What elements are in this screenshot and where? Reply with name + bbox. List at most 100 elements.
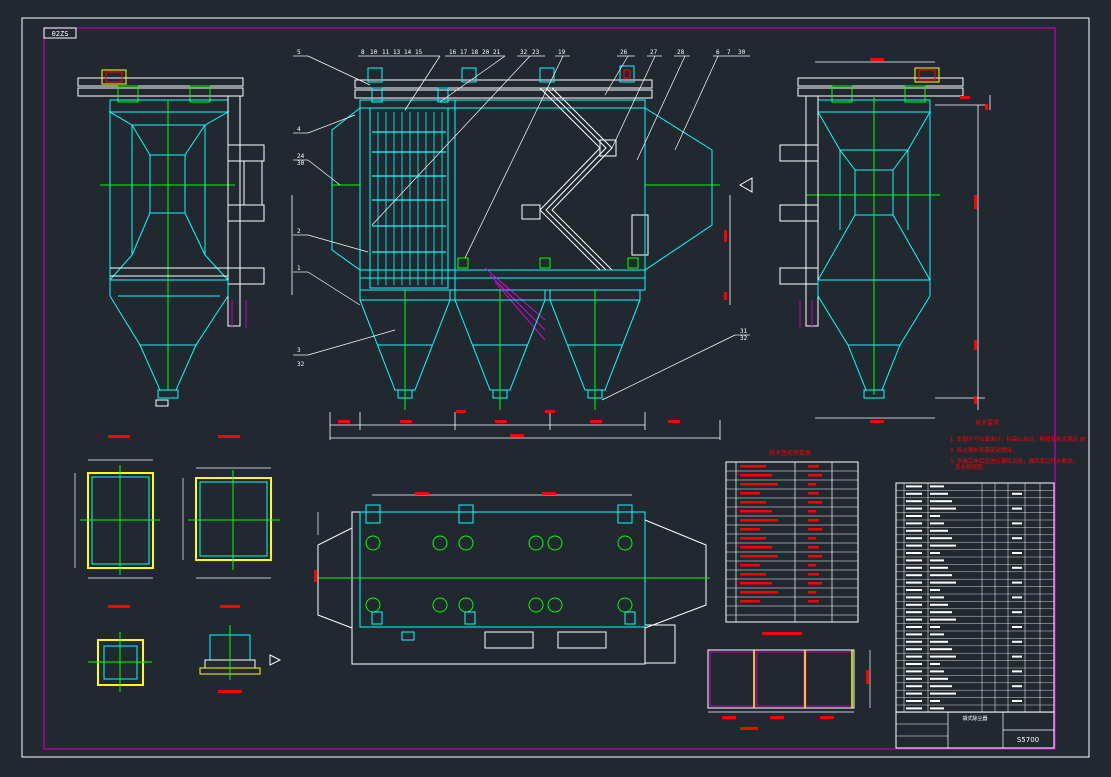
bom-cell <box>930 492 948 495</box>
param-cell <box>808 501 822 504</box>
notes-title: 技术要求 <box>975 419 999 427</box>
bom-cell <box>930 640 948 643</box>
bom-cell <box>1012 626 1022 628</box>
svg-text:4: 4 <box>297 126 301 133</box>
drawing-number: S5700 <box>1017 736 1039 744</box>
svg-text:10: 10 <box>370 49 378 56</box>
bom-cell <box>906 544 922 547</box>
bom-cell <box>930 670 944 673</box>
bom-cell <box>906 603 922 606</box>
right-side-view <box>779 58 991 423</box>
bom-cell <box>906 552 922 554</box>
bom-cell <box>930 581 956 584</box>
bom-cell <box>906 485 922 488</box>
bom-cell <box>930 522 944 525</box>
bom-cell <box>906 648 922 651</box>
technical-notes: 技术要求 1. 本图尺寸以毫米计，标高以米计，制造安装应满足 JB 2. 除尘器… <box>950 419 1085 471</box>
note-1: 1. 本图尺寸以毫米计，标高以米计，制造安装应满足 JB <box>950 435 1085 443</box>
bom-cell <box>930 559 944 562</box>
param-cell <box>740 519 778 522</box>
callout-numbers-top: 5 8 10 11 13 14 15 16 17 18 20 21 32 23 … <box>297 49 748 368</box>
bom-cell <box>906 574 922 577</box>
bom-cell <box>906 566 922 569</box>
svg-text:28: 28 <box>677 49 685 56</box>
param-cell <box>740 591 778 594</box>
bom-cell <box>930 552 940 554</box>
bom-cell <box>1012 685 1022 688</box>
bom-cell <box>930 529 948 532</box>
drawing-tag: 02ZS <box>43 27 77 39</box>
plan-view <box>314 492 710 665</box>
bom-cell <box>930 663 940 665</box>
bom-cell <box>906 589 922 591</box>
parameter-table: 技术性能参数表 <box>725 449 859 623</box>
bom-cell <box>1012 522 1022 525</box>
svg-text:32: 32 <box>740 335 748 342</box>
svg-text:20: 20 <box>482 49 490 56</box>
param-cell <box>808 573 819 576</box>
svg-text:3: 3 <box>297 347 301 354</box>
param-cell <box>808 465 819 468</box>
note-2: 2. 除尘器外壳需密封焊接。 <box>950 446 1018 454</box>
bom-cell <box>930 603 948 606</box>
bom-cell <box>1012 640 1022 643</box>
bom-cell <box>1012 596 1022 599</box>
param-cell <box>740 600 760 603</box>
param-cell <box>740 546 772 549</box>
param-cell <box>740 537 766 540</box>
left-side-view <box>77 69 265 407</box>
drawing-title: 袋式除尘器 <box>962 715 987 722</box>
bom-cell <box>930 544 956 547</box>
bom-cell <box>906 500 922 503</box>
param-cell <box>740 483 778 486</box>
svg-text:32: 32 <box>297 361 305 368</box>
param-cell <box>808 555 822 558</box>
drawing-tag-text: 02ZS <box>52 30 69 38</box>
param-cell <box>740 564 760 567</box>
param-cell <box>808 591 816 594</box>
param-cell <box>740 555 778 558</box>
svg-text:32: 32 <box>520 49 528 56</box>
title-block: 袋式除尘器 S5700 <box>895 482 1055 749</box>
svg-text:26: 26 <box>620 49 628 56</box>
bom-cell <box>906 685 922 688</box>
svg-text:30: 30 <box>297 160 305 167</box>
bom-cell <box>906 581 922 584</box>
bom-cell <box>906 633 922 636</box>
section-details <box>74 435 282 693</box>
inner-border <box>43 27 1056 750</box>
svg-text:31: 31 <box>740 328 748 335</box>
bom-cell <box>906 522 922 525</box>
bom-cell <box>930 655 956 658</box>
param-cell <box>740 492 760 495</box>
note-3: 3. 安装完毕后应进行漏风试验，漏风率应符合要求。 <box>950 457 1078 465</box>
bom-cell <box>1012 507 1022 510</box>
svg-text:5: 5 <box>297 49 301 56</box>
bom-cell <box>906 618 922 621</box>
bom-cell <box>930 574 952 577</box>
bom-cell <box>1012 552 1022 554</box>
bom-cell <box>930 515 940 517</box>
bom-cell <box>906 559 922 562</box>
param-cell <box>808 582 822 585</box>
svg-text:23: 23 <box>532 49 540 56</box>
bom-cell <box>930 692 956 695</box>
bom-cell <box>930 707 944 710</box>
param-cell <box>808 519 819 522</box>
svg-text:21: 21 <box>493 49 501 56</box>
param-cell <box>808 564 816 567</box>
bom-cell <box>906 515 922 517</box>
bom-cell <box>906 670 922 673</box>
bom-cell <box>906 611 922 614</box>
bom-cell <box>1012 655 1022 658</box>
svg-text:19: 19 <box>558 49 566 56</box>
svg-text:11: 11 <box>382 49 390 56</box>
bom-cell <box>906 692 922 695</box>
bom-cell <box>930 677 948 680</box>
bom-cell <box>906 663 922 665</box>
param-cell <box>808 546 819 549</box>
bom-cell <box>930 700 940 702</box>
bom-cell <box>930 537 952 540</box>
